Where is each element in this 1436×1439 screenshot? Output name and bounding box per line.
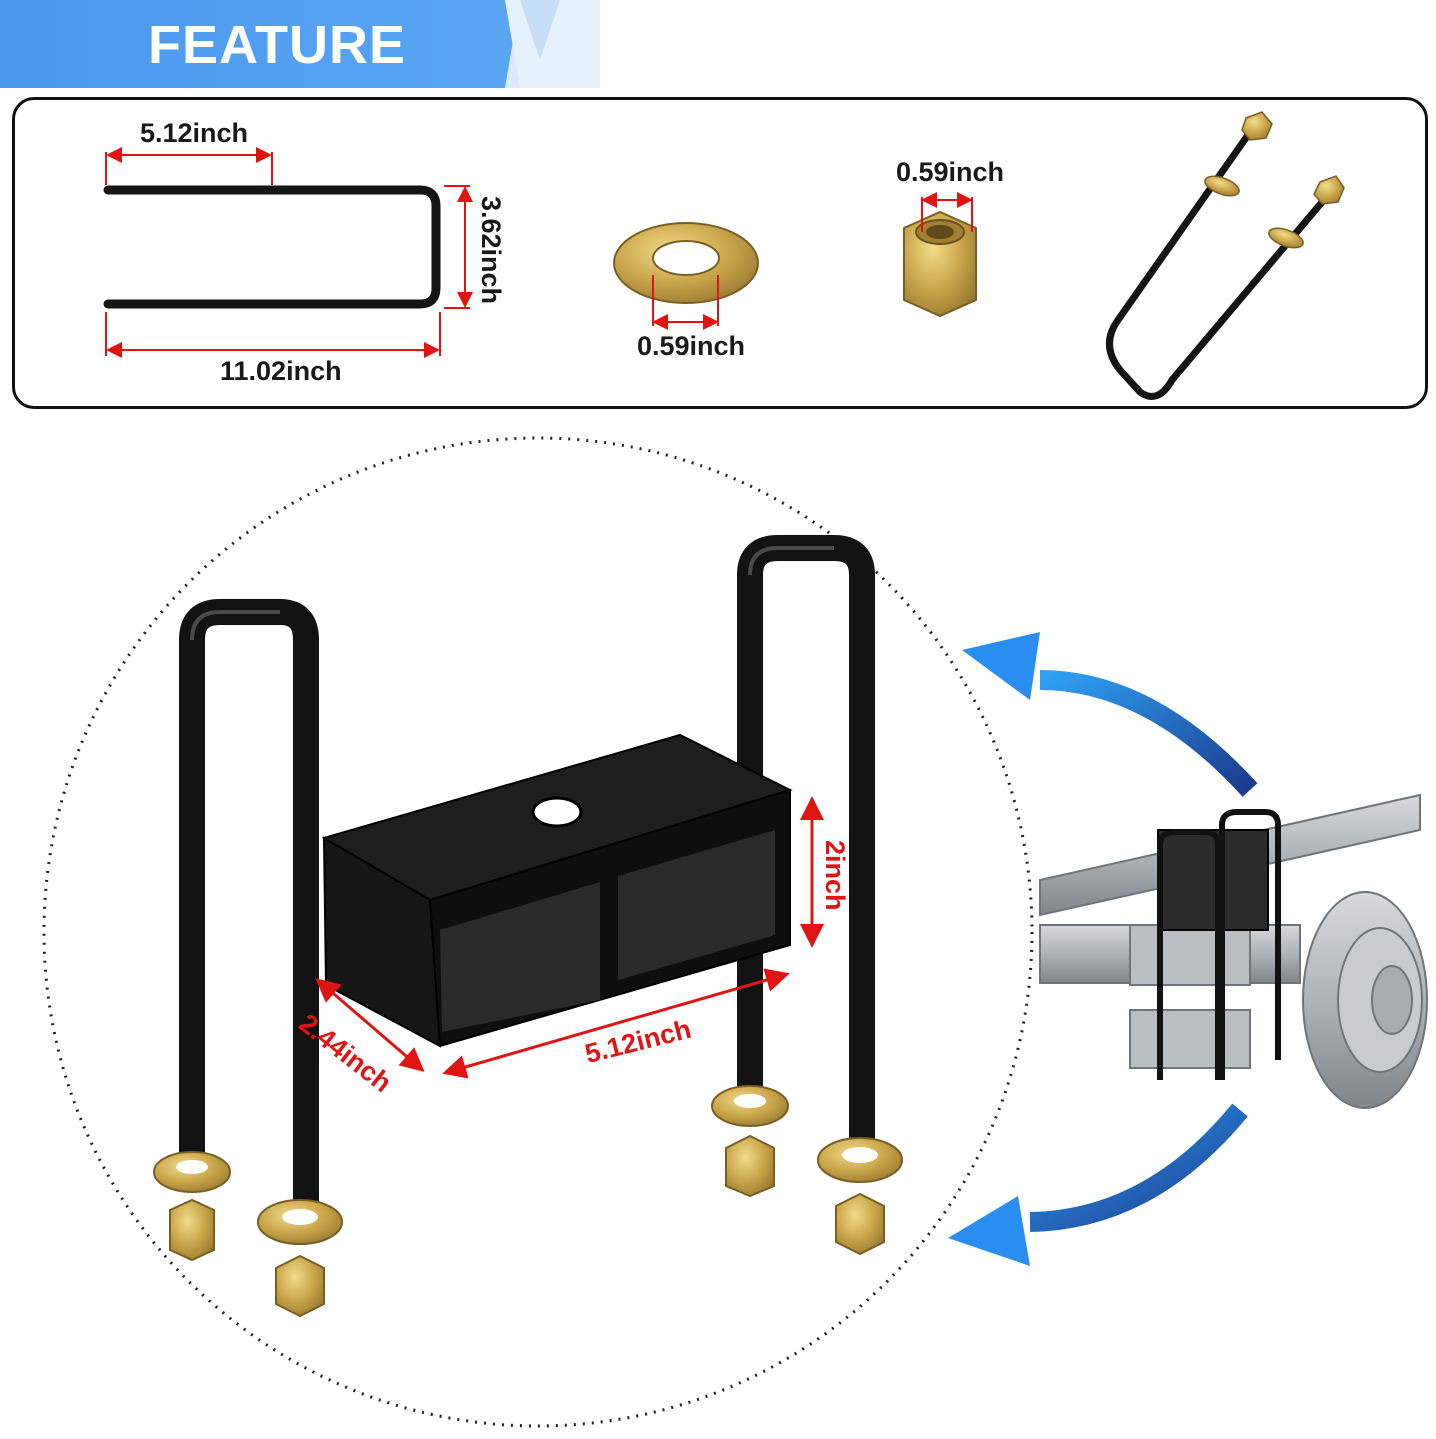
ubolt-assembled-drawing [1106,111,1345,400]
axle-installation [1039,793,1428,1109]
washer-hole-label: 0.59inch [637,331,746,361]
washer-drawing [613,222,759,330]
feature-banner: FEATURE [0,0,600,88]
block-dimensions [315,796,824,1079]
ubolt-width-label: 5.12inch [140,118,249,148]
ubolt-height-label: 3.62inch [476,196,506,305]
banner-title: FEATURE [148,15,406,75]
nut-drawing [903,192,977,318]
ubolt-length-label: 11.02inch [220,356,342,386]
large-ubolt-right [737,535,875,1153]
hardware-set [153,1085,903,1318]
nut-hole-label: 0.59inch [896,157,1005,187]
block-height-label: 2inch [820,840,850,911]
curved-arrow-down [948,1103,1248,1266]
curved-arrow-up [962,632,1258,797]
parts-panel [12,97,1428,409]
lift-block [321,733,793,1048]
ubolt-flat-drawing [103,147,473,358]
detail-circle [42,436,1034,1428]
banner-background [0,0,600,88]
large-ubolt-left [179,599,319,1213]
